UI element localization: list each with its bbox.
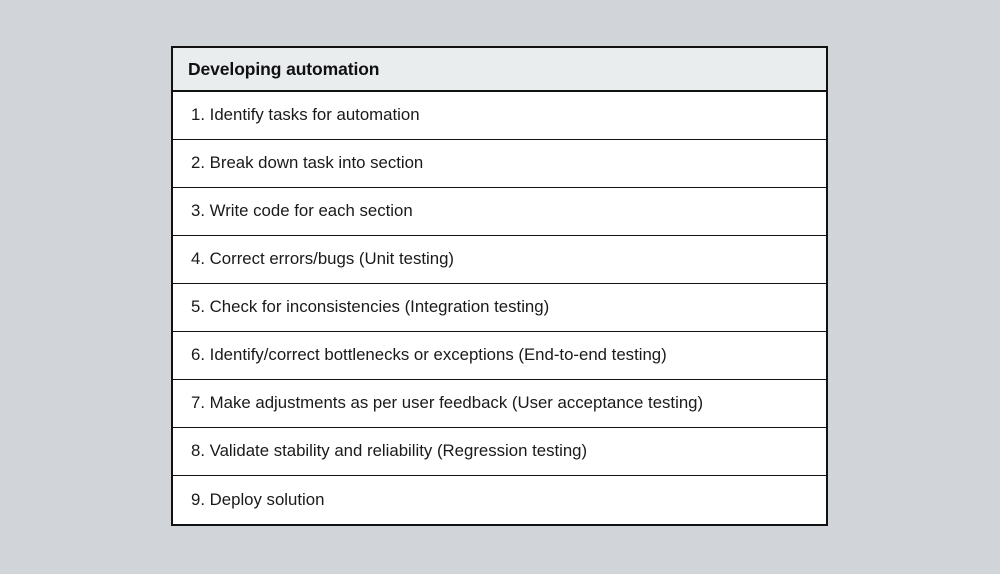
table-header: Developing automation [173,48,826,92]
table-row[interactable]: 4. Correct errors/bugs (Unit testing) [173,236,826,284]
table-row-label: 1. Identify tasks for automation [191,105,420,125]
table-row[interactable]: 9. Deploy solution [173,476,826,524]
table-row-label: 6. Identify/correct bottlenecks or excep… [191,345,667,365]
table-body: 1. Identify tasks for automation 2. Brea… [173,92,826,524]
table-row[interactable]: 7. Make adjustments as per user feedback… [173,380,826,428]
table-row-label: 2. Break down task into section [191,153,424,173]
table-row[interactable]: 1. Identify tasks for automation [173,92,826,140]
table-row-label: 4. Correct errors/bugs (Unit testing) [191,249,454,269]
table-row-label: 3. Write code for each section [191,201,413,221]
table-header-title: Developing automation [188,58,380,79]
table-row-label: 8. Validate stability and reliability (R… [191,441,588,461]
table-row[interactable]: 3. Write code for each section [173,188,826,236]
table-row-label: 5. Check for inconsistencies (Integratio… [191,297,550,317]
table-row[interactable]: 2. Break down task into section [173,140,826,188]
table-row[interactable]: 8. Validate stability and reliability (R… [173,428,826,476]
table-row-label: 7. Make adjustments as per user feedback… [191,393,704,413]
developing-automation-table: Developing automation 1. Identify tasks … [171,46,828,526]
table-row[interactable]: 5. Check for inconsistencies (Integratio… [173,284,826,332]
table-row[interactable]: 6. Identify/correct bottlenecks or excep… [173,332,826,380]
table-row-label: 9. Deploy solution [191,489,325,509]
